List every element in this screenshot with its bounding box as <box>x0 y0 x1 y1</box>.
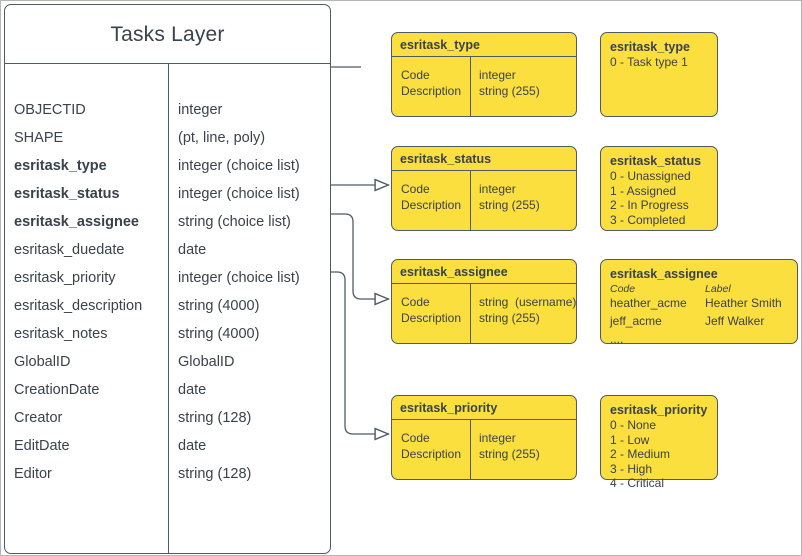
domain-column-divider <box>470 420 472 479</box>
field-name: GlobalID <box>14 354 71 370</box>
domain-table-esritask-assignee[interactable]: esritask_assignee Code Description strin… <box>391 259 577 344</box>
legend-value: 2 - Medium <box>610 447 671 461</box>
field-name: OBJECTID <box>14 102 86 118</box>
domain-col-labels: Code Description <box>401 295 462 325</box>
page-title: Tasks Layer <box>5 5 330 64</box>
legend-header-code: Code <box>610 283 636 295</box>
domain-col-types: integer string (255) <box>479 182 540 212</box>
domain-table-esritask-type[interactable]: esritask_type Code Description integer s… <box>391 32 577 117</box>
legend-row: .... <box>610 332 788 350</box>
legend-title: esritask_assignee <box>610 267 718 281</box>
field-name-column: OBJECTID SHAPE esritask_type esritask_st… <box>5 96 168 488</box>
connector-priority <box>331 271 389 434</box>
tasks-layer-entity-table[interactable]: Tasks Layer OBJECTID SHAPE esritask_type… <box>4 4 331 554</box>
domain-table-title: esritask_status <box>392 147 576 171</box>
legend-value: 3 - High <box>610 461 653 476</box>
field-name: Creator <box>14 410 63 426</box>
field-type: string (4000) <box>178 326 260 342</box>
legend-value: 0 - None <box>610 418 657 432</box>
domain-column-divider <box>470 57 472 116</box>
field-type: integer (choice list) <box>178 270 300 286</box>
domain-column-divider <box>470 171 472 230</box>
legend-value: 2 - In Progress <box>610 198 689 212</box>
field-name: EditDate <box>14 438 70 454</box>
domain-table-title: esritask_type <box>392 33 576 57</box>
legend-title: esritask_status <box>610 154 702 168</box>
legend-value: 3 - Completed <box>610 212 686 227</box>
legend-value: 1 - Low <box>610 432 650 447</box>
legend-value: 0 - Unassigned <box>610 169 691 183</box>
legend-value: 1 - Assigned <box>610 183 677 198</box>
field-name: Editor <box>14 466 52 482</box>
field-name: esritask_notes <box>14 326 108 342</box>
domain-column-divider <box>470 284 472 343</box>
legend-title: esritask_priority <box>610 403 708 417</box>
domain-col-types: integer string (255) <box>479 431 540 461</box>
field-name: esritask_duedate <box>14 242 125 258</box>
domain-table-title: esritask_assignee <box>392 260 576 284</box>
field-type: string (128) <box>178 410 252 426</box>
domain-table-body: Code Description integer string (255) <box>392 57 576 116</box>
field-name: esritask_assignee <box>14 214 139 230</box>
field-type: string (4000) <box>178 298 260 314</box>
field-name: SHAPE <box>14 130 64 146</box>
field-type: integer <box>178 102 223 118</box>
entity-body: OBJECTID SHAPE esritask_type esritask_st… <box>5 64 330 553</box>
legend-code: .... <box>610 332 624 346</box>
legend-esritask-assignee[interactable]: esritask_assignee Code Label heather_acme… <box>600 259 798 346</box>
field-type-column: integer (pt, line, poly) integer (choice… <box>169 96 330 488</box>
legend-value: 0 - Task type 1 <box>610 55 688 69</box>
domain-col-types: string (username) string (255) <box>479 295 577 325</box>
field-name: esritask_type <box>14 158 107 174</box>
field-type: string (128) <box>178 466 252 482</box>
domain-table-body: Code Description integer string (255) <box>392 171 576 230</box>
field-type: integer (choice list) <box>178 186 300 202</box>
domain-col-labels: Code Description <box>401 431 462 461</box>
field-type: date <box>178 242 207 258</box>
field-type: date <box>178 438 207 454</box>
domain-table-body: Code Description string (username) strin… <box>392 284 576 343</box>
field-type: GlobalID <box>178 354 235 370</box>
field-type: (pt, line, poly) <box>178 130 266 146</box>
connector-assignee <box>331 213 389 299</box>
field-name: esritask_priority <box>14 270 116 286</box>
field-type: string (choice list) <box>178 214 291 230</box>
legend-header-row: Code Label <box>610 282 788 296</box>
legend-code: heather_acme <box>610 296 687 310</box>
field-name: esritask_status <box>14 186 120 202</box>
domain-table-esritask-priority[interactable]: esritask_priority Code Description integ… <box>391 395 577 480</box>
domain-table-esritask-status[interactable]: esritask_status Code Description integer… <box>391 146 577 231</box>
legend-label: Heather Smith <box>705 296 782 310</box>
legend-header-label: Label <box>705 283 731 295</box>
legend-esritask-priority[interactable]: esritask_priority 0 - None 1 - Low 2 - M… <box>600 395 718 490</box>
legend-row: jeff_acme Jeff Walker <box>610 314 788 332</box>
field-name: esritask_description <box>14 298 143 314</box>
domain-col-types: integer string (255) <box>479 68 540 98</box>
legend-esritask-status[interactable]: esritask_status 0 - Unassigned 1 - Assig… <box>600 146 718 231</box>
domain-table-body: Code Description integer string (255) <box>392 420 576 479</box>
legend-code: jeff_acme <box>610 314 662 328</box>
field-type: integer (choice list) <box>178 158 300 174</box>
field-type: date <box>178 382 207 398</box>
domain-col-labels: Code Description <box>401 68 462 98</box>
domain-table-title: esritask_priority <box>392 396 576 420</box>
legend-value: 4 - Critical <box>610 476 665 490</box>
legend-row: heather_acme Heather Smith <box>610 296 788 314</box>
domain-col-labels: Code Description <box>401 182 462 212</box>
field-name: CreationDate <box>14 382 100 398</box>
legend-esritask-type[interactable]: esritask_type 0 - Task type 1 <box>600 32 718 117</box>
legend-label: Jeff Walker <box>705 314 765 328</box>
legend-title: esritask_type <box>610 40 690 54</box>
entity-column-divider <box>168 64 170 553</box>
